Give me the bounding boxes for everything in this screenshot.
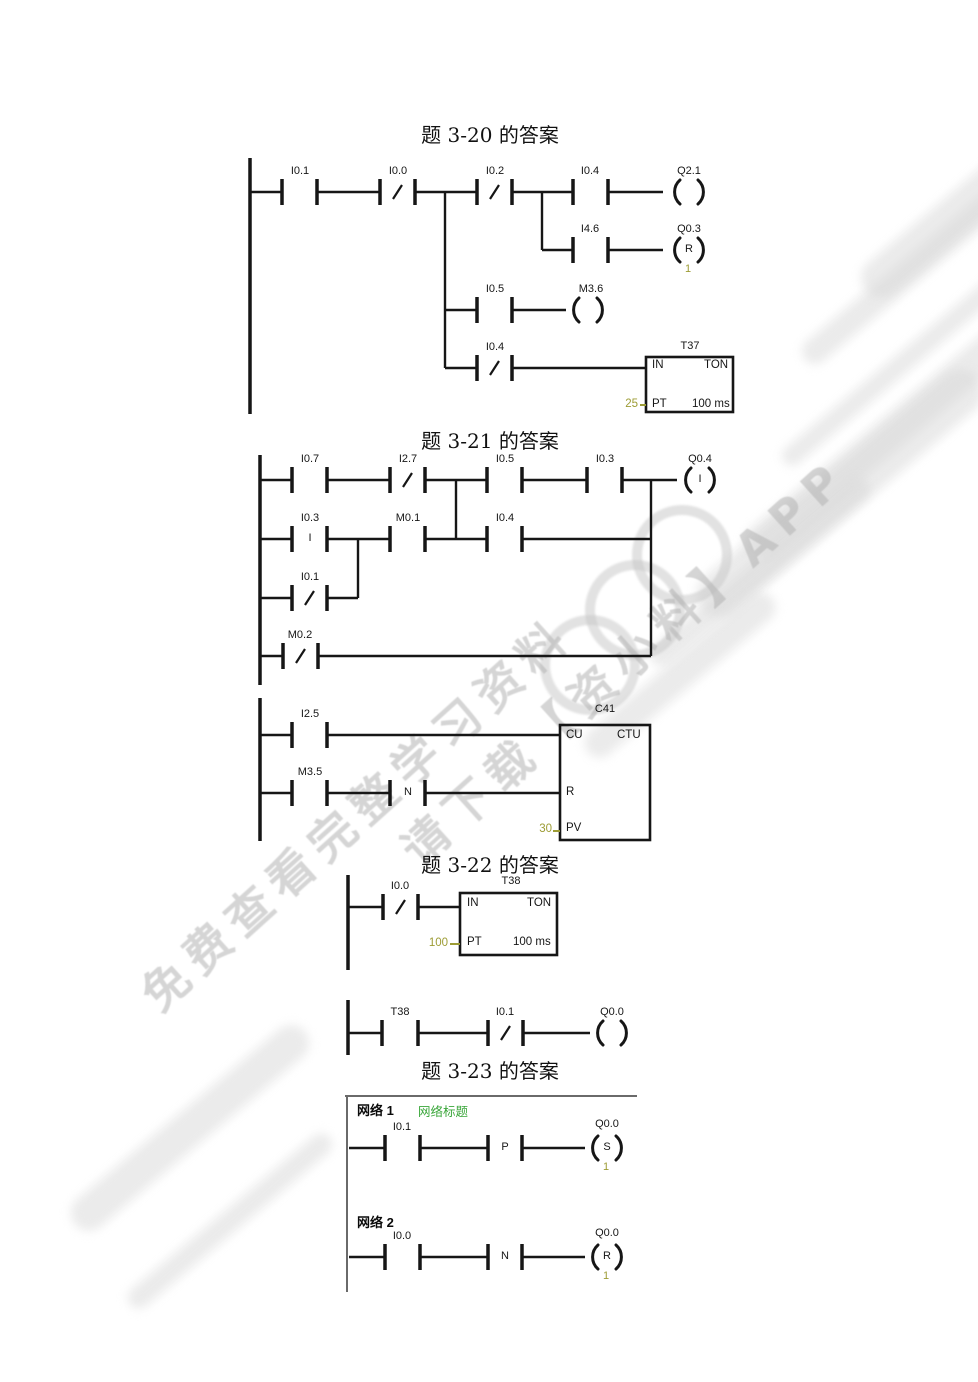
contact-label: I0.3 <box>300 512 320 524</box>
negative-edge-mod: N <box>501 1250 509 1262</box>
nc-slashes <box>500 1025 511 1041</box>
nc-slashes <box>395 899 406 915</box>
contact-label: I0.2 <box>485 165 505 177</box>
contact-label: T38 <box>390 1006 410 1018</box>
network-1-header: 网络 1 <box>357 1103 394 1118</box>
contact-label: I4.6 <box>580 223 600 235</box>
contact-bars <box>383 1135 524 1270</box>
title-3-21: 题 3-21 的答案 <box>421 429 559 453</box>
wires <box>250 190 663 370</box>
timer-preset-value: 100 <box>428 937 448 949</box>
counter-type-label: CTU <box>617 729 641 741</box>
positive-edge-mod: P <box>501 1141 509 1153</box>
coil-label: Q0.0 <box>595 1118 619 1130</box>
contact-label: I0.5 <box>495 453 515 465</box>
contact-label: I0.4 <box>580 165 600 177</box>
contact-label: I0.1 <box>495 1006 515 1018</box>
contact-label: I0.1 <box>290 165 310 177</box>
coil-label: Q0.4 <box>688 453 712 465</box>
nc-slashes <box>392 184 500 376</box>
timer-name: T37 <box>680 340 700 352</box>
counter-r-label: R <box>566 786 575 798</box>
contact-label: I0.7 <box>300 453 320 465</box>
network-3-22-graphics <box>346 875 559 970</box>
contact-label: M3.5 <box>297 766 323 778</box>
contact-label: I0.0 <box>392 1230 412 1242</box>
contact-bars <box>380 1020 525 1046</box>
contact-label: I0.0 <box>390 880 410 892</box>
coil-label: Q2.1 <box>677 165 701 177</box>
counter-box-C41 <box>558 723 652 842</box>
contact-label: M0.1 <box>395 512 421 524</box>
coil-label: M3.6 <box>578 283 604 295</box>
network-3-20-graphics <box>248 158 735 414</box>
preset-dash <box>553 830 560 833</box>
timer-preset-value: 25 <box>625 398 638 410</box>
counter-name: C41 <box>594 703 616 715</box>
coil-symbols <box>596 1019 628 1047</box>
title-3-22: 题 3-22 的答案 <box>421 853 559 877</box>
timer-name: T38 <box>501 875 521 887</box>
network-3-21-counter-graphics <box>258 698 652 842</box>
contact-bars <box>281 467 624 669</box>
network-3-21-graphics <box>258 455 716 685</box>
contact-bars <box>381 894 420 920</box>
coil-symbols <box>591 1134 623 1271</box>
counter-preset-value: 30 <box>539 823 552 835</box>
coil-reset-mod: R <box>603 1250 611 1262</box>
nc-slashes <box>295 472 413 664</box>
contact-label: I0.4 <box>495 512 515 524</box>
timer-type-label: TON <box>527 897 552 909</box>
negative-edge-mod: N <box>404 786 412 798</box>
counter-pv-label: PV <box>566 822 582 834</box>
coil-label: Q0.3 <box>677 223 701 235</box>
title-3-23: 题 3-23 的答案 <box>421 1059 559 1083</box>
timer-in-label: IN <box>467 897 479 909</box>
coil-reset-mod: R <box>685 243 693 255</box>
contact-label: I0.4 <box>485 341 505 353</box>
timer-base-label: 100 ms <box>692 398 730 410</box>
preset-dash <box>640 404 646 407</box>
timer-in-label: IN <box>652 359 664 371</box>
contact-label: I2.7 <box>398 453 418 465</box>
coil-symbols <box>684 466 716 494</box>
contact-label: I0.1 <box>300 571 320 583</box>
timer-pt-label: PT <box>467 936 482 948</box>
coil-label: Q0.0 <box>600 1006 624 1018</box>
title-3-20: 题 3-20 的答案 <box>421 123 559 147</box>
timer-box-T37 <box>644 355 735 414</box>
wires <box>260 478 677 658</box>
network-1-subtitle: 网络标题 <box>418 1105 469 1119</box>
contact-immediate-mod: I <box>308 532 312 544</box>
watermark-seal-circle <box>632 505 732 605</box>
contact-label: I0.3 <box>595 453 615 465</box>
coil-immediate-mod: I <box>698 473 702 485</box>
contact-label: I0.0 <box>388 165 408 177</box>
contact-label: I0.1 <box>392 1121 412 1133</box>
timer-pt-label: PT <box>652 398 667 410</box>
timer-base-label: 100 ms <box>513 936 551 948</box>
counter-cu-label: CU <box>566 729 583 741</box>
contact-bars <box>290 722 427 806</box>
timer-type-label: TON <box>704 359 729 371</box>
network-3-23-graphics <box>345 1095 637 1292</box>
contact-label: I2.5 <box>300 708 320 720</box>
contact-label: M0.2 <box>287 629 313 641</box>
contact-label: I0.5 <box>485 283 505 295</box>
preset-dash <box>450 943 460 946</box>
timer-box-T38 <box>458 891 559 957</box>
coil-label: Q0.0 <box>595 1227 619 1239</box>
network-3-22-output-graphics <box>346 1000 628 1055</box>
network-2-header: 网络 2 <box>357 1215 394 1230</box>
coil-set-mod: S <box>603 1141 611 1153</box>
reset-count: 1 <box>684 263 692 275</box>
set-count: 1 <box>602 1161 610 1173</box>
wires <box>349 1146 585 1259</box>
reset-count: 1 <box>602 1270 610 1282</box>
wires <box>260 733 560 795</box>
contact-bars <box>280 179 610 381</box>
coil-symbols <box>572 178 705 324</box>
